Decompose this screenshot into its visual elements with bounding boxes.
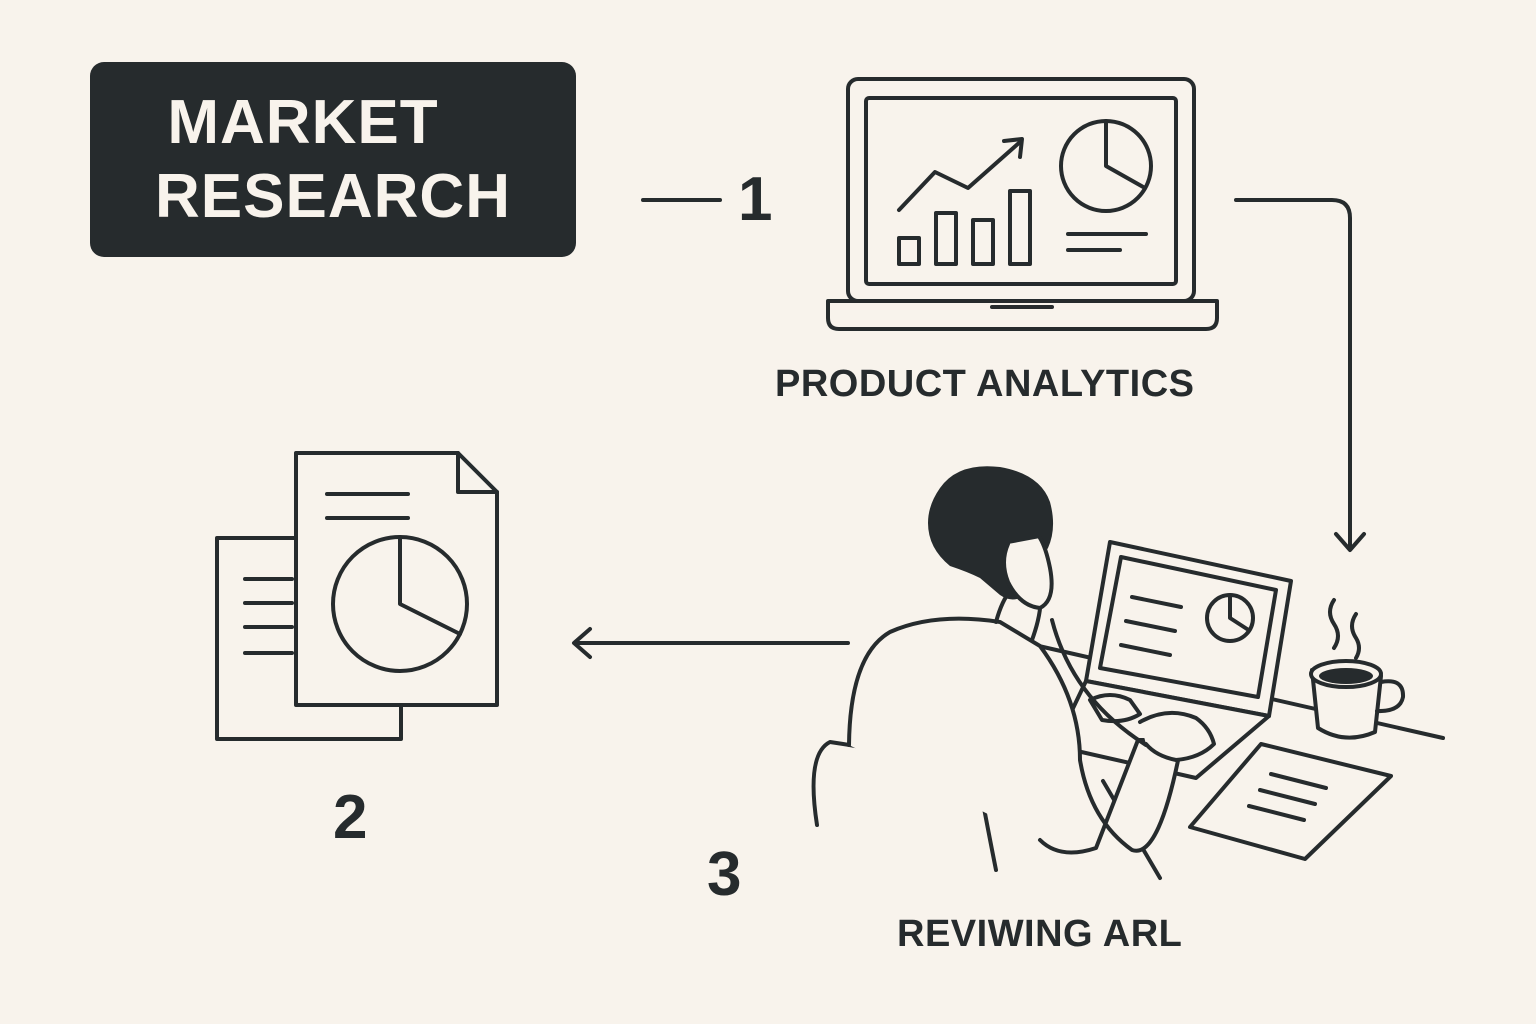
title-line-research: RESEARCH bbox=[155, 161, 511, 231]
pie-chart-icon bbox=[1059, 119, 1153, 213]
step-number-2: 2 bbox=[333, 783, 368, 852]
arrow-down-icon bbox=[1234, 198, 1366, 552]
arrow-left-icon bbox=[572, 627, 850, 659]
coffee-mug-icon bbox=[1309, 598, 1406, 740]
paper-note-icon bbox=[1188, 742, 1393, 861]
report-documents-icon bbox=[215, 451, 499, 741]
analytics-laptop-icon bbox=[826, 77, 1219, 331]
person-icon bbox=[847, 466, 1216, 855]
caption-product-analytics: PRODUCT ANALYTICS bbox=[775, 363, 1195, 405]
market-research-title-box: MARKET RESEARCH bbox=[90, 62, 576, 257]
step-number-1: 1 bbox=[738, 165, 773, 234]
bar-chart-icon bbox=[897, 189, 1032, 266]
trend-arrow-icon bbox=[897, 137, 1024, 212]
text-lines-icon bbox=[1066, 232, 1148, 252]
title-line-market: MARKET bbox=[167, 87, 439, 157]
caption-reviewing: REVIWING ARL bbox=[897, 913, 1183, 955]
step-number-3: 3 bbox=[707, 840, 742, 909]
